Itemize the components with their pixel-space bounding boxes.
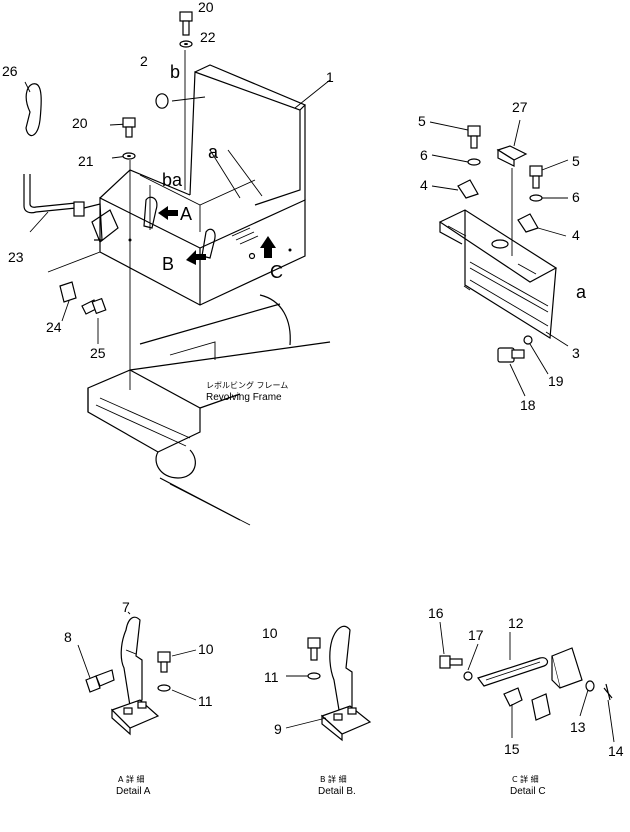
label-27: 27 [512, 99, 528, 115]
revolving-frame [87, 294, 331, 526]
loop-26 [25, 83, 42, 137]
arrow-b [186, 250, 206, 265]
label-a-right: a [576, 282, 587, 302]
label-25: 25 [90, 345, 106, 361]
label-1: 1 [326, 69, 334, 85]
label-22: 22 [200, 29, 216, 45]
frame-label-en: Revolving Frame [206, 392, 282, 403]
label-18: 18 [520, 397, 536, 413]
bolt-20-top [179, 11, 193, 48]
label-19: 19 [548, 373, 564, 389]
battery-box [91, 64, 307, 306]
detail-c [439, 621, 615, 743]
label-11-a: 11 [198, 693, 213, 709]
bracket-assembly [429, 119, 569, 397]
label-13: 13 [570, 719, 586, 735]
rod-23 [23, 174, 77, 214]
label-20-top: 20 [198, 0, 214, 15]
label-14: 14 [608, 743, 624, 759]
label-detail-C: C [270, 262, 283, 282]
label-4-left: 4 [420, 177, 428, 193]
detail-a-jp: A 詳 細 [118, 774, 145, 784]
label-20-left: 20 [72, 115, 88, 131]
label-9: 9 [274, 721, 282, 737]
label-26: 26 [2, 63, 18, 79]
label-2: 2 [140, 53, 148, 69]
label-b-top: b [170, 62, 180, 82]
label-24: 24 [46, 319, 62, 335]
detail-c-en: Detail C [510, 786, 546, 797]
detail-b-jp: B 詳 細 [320, 774, 347, 784]
label-a-main: a [208, 142, 219, 162]
clip-24 [59, 281, 77, 303]
bolt-25 [81, 297, 107, 315]
label-4-right: 4 [572, 227, 580, 243]
detail-c-jp: C 詳 細 [512, 774, 539, 784]
label-23: 23 [8, 249, 24, 265]
label-8: 8 [64, 629, 72, 645]
label-3: 3 [572, 345, 580, 361]
label-10-a: 10 [198, 641, 214, 657]
detail-b [285, 625, 372, 742]
bolt-20-left [122, 117, 136, 160]
label-6-right: 6 [572, 189, 580, 205]
detail-a [77, 611, 197, 736]
label-17: 17 [468, 627, 484, 643]
label-16: 16 [428, 605, 444, 621]
label-detail-A: A [180, 204, 192, 224]
label-11-b: 11 [264, 669, 279, 685]
arrow-a [158, 206, 178, 220]
label-detail-B: B [162, 254, 174, 274]
label-ba: ba [162, 170, 183, 190]
detail-a-en: Detail A [116, 786, 151, 797]
label-6-left: 6 [420, 147, 428, 163]
label-5-left: 5 [418, 113, 426, 129]
label-5-right: 5 [572, 153, 580, 169]
frame-label-jp: レボルビング フレーム [206, 380, 288, 390]
label-10-b: 10 [262, 625, 278, 641]
detail-b-en: Detail B. [318, 786, 356, 797]
label-15: 15 [504, 741, 520, 757]
arrow-c [260, 236, 276, 258]
main-assembly [23, 11, 331, 526]
label-12: 12 [508, 615, 524, 631]
label-21: 21 [78, 153, 94, 169]
label-7: 7 [122, 599, 130, 615]
